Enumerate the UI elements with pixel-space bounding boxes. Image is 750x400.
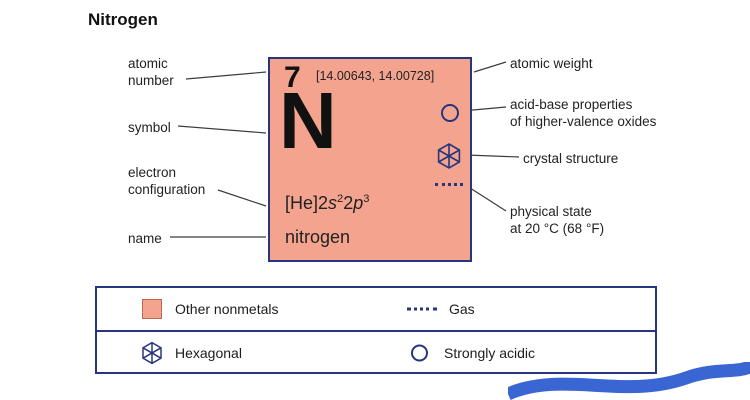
element-card: 7 [14.00643, 14.00728] N [He]2s22p3 nitr…	[268, 57, 472, 262]
legend-row-2: Hexagonal Strongly acidic	[97, 330, 655, 374]
leader-symbol	[177, 125, 267, 134]
leader-electron-configuration	[217, 189, 267, 207]
legend-row-1: Other nonmetals Gas	[97, 288, 655, 330]
callout-physical-state: physical state at 20 °C (68 °F)	[510, 204, 605, 237]
leader-crystal-structure	[465, 154, 520, 158]
other-nonmetals-swatch-icon	[142, 299, 162, 319]
legend-label-hexagonal: Hexagonal	[175, 345, 242, 361]
callout-name: name	[128, 231, 162, 246]
page-title: Nitrogen	[88, 10, 158, 29]
hexagonal-legend-icon	[142, 341, 162, 365]
econfig-s-superscript: 2	[337, 193, 344, 205]
callout-crystal-structure: crystal structure	[523, 151, 619, 166]
atomic-weight: [14.00643, 14.00728]	[316, 69, 435, 83]
leader-physical-state	[466, 185, 507, 212]
econfig-p-orbital: p	[353, 193, 364, 213]
gas-dotted-line-icon	[407, 307, 437, 311]
leader-atomic-weight	[473, 61, 507, 73]
brand-swoosh-decoration	[508, 362, 750, 400]
acid-base-circle-icon	[441, 104, 459, 122]
leader-atomic-number	[185, 71, 267, 80]
callout-electron-configuration: electron configuration	[128, 165, 206, 198]
element-symbol: N	[279, 76, 337, 165]
legend-label-other-nonmetals: Other nonmetals	[175, 301, 279, 317]
econfig-shell: 2	[343, 193, 354, 213]
callout-acid-base-properties: acid-base properties of higher-valence o…	[510, 97, 657, 130]
legend-label-gas: Gas	[449, 301, 475, 317]
atomic-number: 7	[284, 61, 301, 94]
econfig-prefix: [He]2	[285, 193, 329, 213]
physical-state-gas-icon	[435, 183, 463, 186]
legend-label-strongly-acidic: Strongly acidic	[444, 345, 536, 361]
crystal-structure-hexagonal-icon	[437, 143, 461, 169]
callout-atomic-number: atomic number	[128, 56, 174, 89]
callout-atomic-weight: atomic weight	[510, 56, 593, 71]
element-name: nitrogen	[285, 227, 351, 247]
strongly-acidic-circle-icon	[411, 344, 428, 362]
econfig-s-orbital: s	[328, 193, 338, 213]
electron-configuration: [He]2s22p3	[285, 193, 370, 214]
econfig-p-superscript: 3	[363, 193, 370, 205]
legend-box: Other nonmetals Gas Hexagonal Strongly a…	[95, 286, 657, 374]
callout-symbol: symbol	[128, 120, 171, 135]
